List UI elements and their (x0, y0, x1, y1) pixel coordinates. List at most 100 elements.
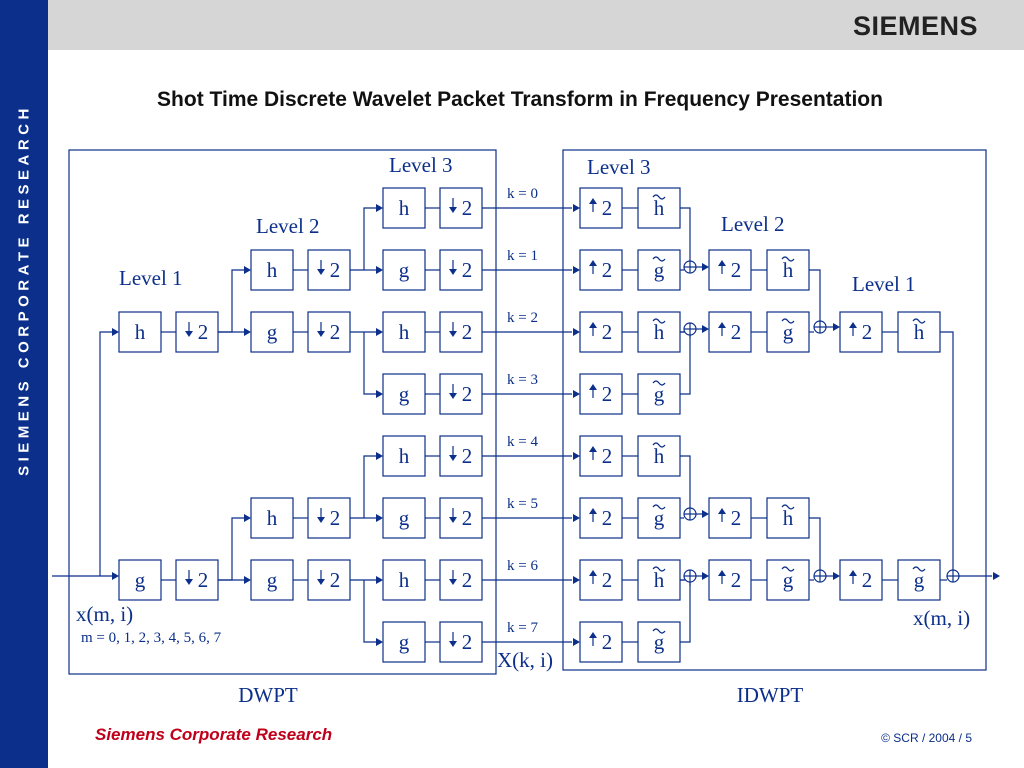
connector (218, 269, 244, 333)
connector (363, 332, 376, 395)
idwpt-caption: IDWPT (737, 683, 804, 707)
downsample-block (307, 249, 351, 291)
filter-block-h (382, 311, 426, 353)
connector (680, 335, 691, 395)
input-range-label: m = 0, 1, 2, 3, 4, 5, 6, 7 (81, 630, 222, 646)
arrowhead-icon (573, 638, 580, 646)
filter-label: g (399, 630, 410, 654)
downsample-factor: 2 (330, 568, 341, 592)
filter-label: h (654, 444, 665, 468)
upsample-factor: 2 (602, 320, 613, 344)
tilde-icon (781, 256, 795, 262)
filter-block-h (250, 249, 294, 291)
upsample-factor: 2 (731, 320, 742, 344)
filter-label: g (654, 258, 665, 282)
filter-label: g (654, 382, 665, 406)
up-arrow-icon (589, 508, 597, 514)
upsample-block (579, 373, 623, 415)
coefficients-label: X(k, i) (497, 648, 553, 672)
k-label: k = 5 (507, 496, 538, 512)
connector (350, 207, 376, 271)
up-arrow-icon (589, 446, 597, 452)
downsample-factor: 2 (462, 630, 473, 654)
arrowhead-icon (573, 452, 580, 460)
arrowhead-icon (573, 576, 580, 584)
up-arrow-icon (849, 570, 857, 576)
downsample-factor: 2 (330, 258, 341, 282)
up-arrow-icon (718, 570, 726, 576)
down-arrow-icon (317, 517, 325, 523)
filter-label: h (399, 320, 410, 344)
up-arrow-icon (849, 322, 857, 328)
tilde-icon (912, 566, 926, 572)
connector (363, 580, 376, 643)
upsample-factor: 2 (862, 568, 873, 592)
arrowhead-icon (376, 452, 383, 460)
k-label: k = 7 (507, 620, 538, 636)
arrowhead-icon (376, 514, 383, 522)
filter-block-h (250, 497, 294, 539)
up-arrow-icon (589, 632, 597, 638)
filter-block-h (382, 559, 426, 601)
downsample-factor: 2 (330, 506, 341, 530)
downsample-factor: 2 (462, 382, 473, 406)
dwpt-level3-label: Level 3 (389, 153, 453, 177)
downsample-factor: 2 (198, 568, 209, 592)
tilde-icon (652, 380, 666, 386)
slide-title: Shot Time Discrete Wavelet Packet Transf… (157, 88, 883, 111)
arrowhead-icon (573, 266, 580, 274)
filter-label: h (399, 196, 410, 220)
k-label: k = 0 (507, 186, 538, 202)
arrowhead-icon (112, 328, 119, 336)
filter-label: h (399, 444, 410, 468)
down-arrow-icon (449, 517, 457, 523)
down-arrow-icon (449, 455, 457, 461)
arrowhead-icon (376, 266, 383, 274)
downsample-block (439, 373, 483, 415)
filter-block-g (637, 373, 681, 415)
downsample-block (439, 621, 483, 663)
filter-label: g (399, 382, 410, 406)
upsample-block (708, 249, 752, 291)
downsample-factor: 2 (330, 320, 341, 344)
dwpt-caption: DWPT (238, 683, 298, 707)
filter-block-h (637, 311, 681, 353)
up-arrow-icon (589, 198, 597, 204)
footer-left: Siemens Corporate Research (95, 725, 333, 744)
arrowhead-icon (244, 576, 251, 584)
upsample-factor: 2 (602, 258, 613, 282)
arrowhead-icon (376, 328, 383, 336)
filter-block-g (250, 311, 294, 353)
down-arrow-icon (317, 331, 325, 337)
connector (218, 517, 244, 581)
filter-block-g (382, 249, 426, 291)
arrowhead-icon (376, 576, 383, 584)
arrowhead-icon (244, 266, 251, 274)
upsample-factor: 2 (602, 444, 613, 468)
arrowhead-icon (112, 572, 119, 580)
arrowhead-icon (702, 510, 709, 518)
top-bar: SIEMENS (48, 0, 1024, 50)
connector (350, 455, 376, 519)
upsample-block (708, 311, 752, 353)
filter-label: g (399, 506, 410, 530)
down-arrow-icon (317, 269, 325, 275)
upsample-factor: 2 (862, 320, 873, 344)
down-arrow-icon (449, 641, 457, 647)
arrowhead-icon (833, 572, 840, 580)
upsample-factor: 2 (602, 196, 613, 220)
filter-label: g (267, 320, 278, 344)
arrowhead-icon (244, 514, 251, 522)
up-arrow-icon (589, 570, 597, 576)
tilde-icon (652, 442, 666, 448)
arrowhead-icon (573, 204, 580, 212)
filter-label: h (783, 258, 794, 282)
downsample-factor: 2 (462, 196, 473, 220)
upsample-factor: 2 (602, 382, 613, 406)
arrowhead-icon (376, 390, 383, 398)
arrowhead-icon (376, 204, 383, 212)
arrowhead-icon (376, 638, 383, 646)
down-arrow-icon (449, 331, 457, 337)
idwpt-level1-label: Level 1 (852, 272, 916, 296)
